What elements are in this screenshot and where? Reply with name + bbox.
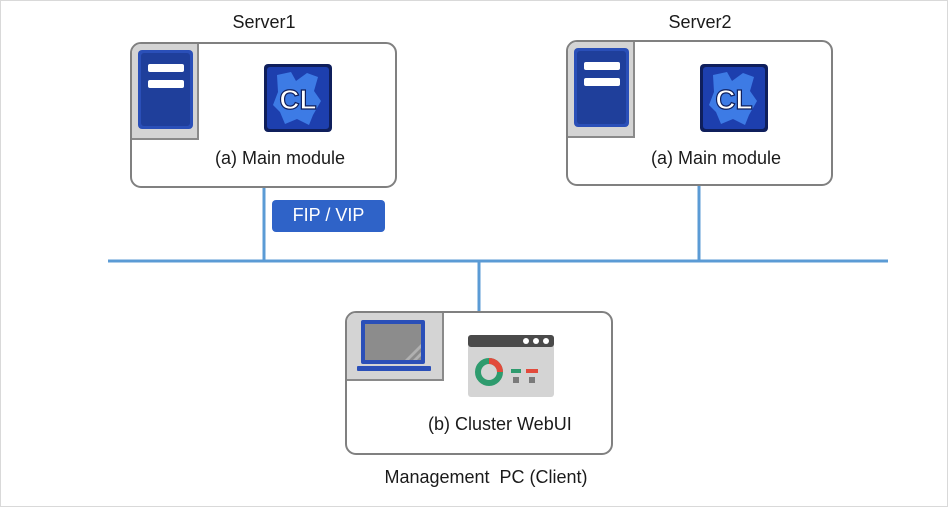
laptop-icon (347, 313, 444, 381)
server-icon (568, 42, 635, 138)
cl-logo-text: CL (715, 84, 752, 115)
server1-title: Server1 (232, 12, 296, 32)
server2-title: Server2 (668, 12, 732, 32)
fip-vip-badge: FIP / VIP (272, 200, 385, 232)
server2-box: CL (a) Main module (566, 40, 833, 186)
server1-box: CL (a) Main module (130, 42, 397, 188)
server-icon (132, 44, 199, 140)
cl-logo-text: CL (279, 84, 316, 115)
cl-logo-icon: CL (699, 63, 769, 133)
server1-module-label: (a) Main module (215, 148, 346, 168)
server2-module-label: (a) Main module (651, 148, 782, 168)
client-module-label: (b) Cluster WebUI (428, 414, 572, 434)
client-box: (b) Cluster WebUI (345, 311, 613, 455)
webui-window-icon (468, 335, 554, 397)
cl-logo-icon: CL (263, 63, 333, 133)
client-caption: Management PC (Client) (384, 467, 588, 487)
